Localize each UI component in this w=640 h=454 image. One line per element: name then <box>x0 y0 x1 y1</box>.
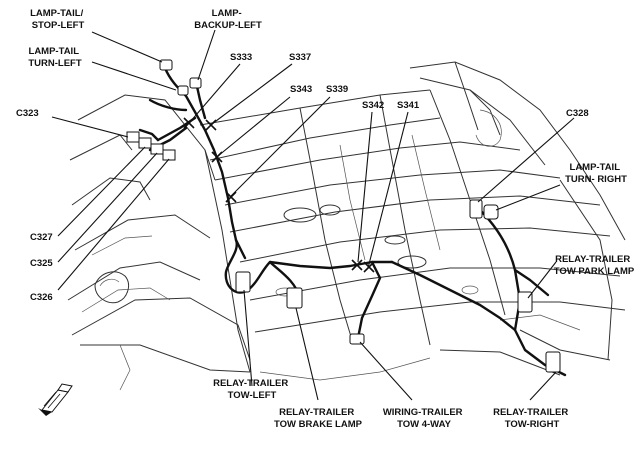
label-s341: S341 <box>397 100 420 111</box>
c325-connector <box>150 143 164 155</box>
label-s343: S343 <box>290 84 312 95</box>
relay-trailer-tow-left-body <box>235 271 251 293</box>
label-c326: C326 <box>30 292 53 303</box>
c323-connector <box>126 131 140 143</box>
label-wiring-trailer-tow-4way: WIRING-TRAILER TOW 4-WAY <box>383 407 465 430</box>
front-direction-arrow-icon <box>38 383 73 416</box>
label-lamp-tail-turn-left: LAMP-TAIL TURN-LEFT <box>28 46 81 69</box>
label-relay-trailer-tow-brake-lamp: RELAY-TRAILER TOW BRAKE LAMP <box>274 407 363 430</box>
label-relay-trailer-tow-left: RELAY-TRAILER TOW-LEFT <box>213 378 291 401</box>
wiring-trailer-tow-4way-connector <box>349 333 365 345</box>
label-c327: C327 <box>30 232 53 243</box>
lamp-backup-left-connector <box>189 77 202 89</box>
labels: LAMP-TAIL/ STOP-LEFT LAMP- BACKUP-LEFT L… <box>16 8 635 430</box>
lamp-tail-stop-left-connector <box>159 59 173 71</box>
label-lamp-backup-left: LAMP- BACKUP-LEFT <box>194 8 262 31</box>
callout-lines <box>51 29 575 401</box>
c326-connector <box>162 149 176 161</box>
c328-connector <box>469 199 483 219</box>
vehicle-frame-artwork <box>67 61 626 391</box>
splice-markers <box>183 117 375 273</box>
label-s342: S342 <box>362 100 384 111</box>
relay-trailer-tow-right-body <box>545 351 561 373</box>
label-s339: S339 <box>326 84 348 95</box>
wiring-harness <box>138 66 567 377</box>
label-relay-trailer-tow-park-lamp: RELAY-TRAILER TOW PARK LAMP <box>554 254 635 277</box>
splice-s342-marker <box>351 259 363 271</box>
label-lamp-tail-turn-right: LAMP-TAIL TURN- RIGHT <box>565 162 627 185</box>
label-s333: S333 <box>230 52 252 63</box>
label-s337: S337 <box>289 52 311 63</box>
label-c323: C323 <box>16 108 39 119</box>
lamp-tail-turn-left-connector <box>177 85 189 96</box>
label-lamp-tail-stop-left: LAMP-TAIL/ STOP-LEFT <box>30 8 86 31</box>
lamp-tail-turn-right-connector <box>483 204 499 220</box>
c327-connector <box>138 137 152 149</box>
label-relay-trailer-tow-right: RELAY-TRAILER TOW-RIGHT <box>493 407 571 430</box>
label-c328: C328 <box>566 108 589 119</box>
splice-s341-marker <box>363 261 375 273</box>
splice-s339-marker <box>225 191 237 203</box>
relay-trailer-tow-brake-lamp-body <box>286 287 303 309</box>
label-c325: C325 <box>30 258 53 269</box>
connectors <box>126 59 561 373</box>
